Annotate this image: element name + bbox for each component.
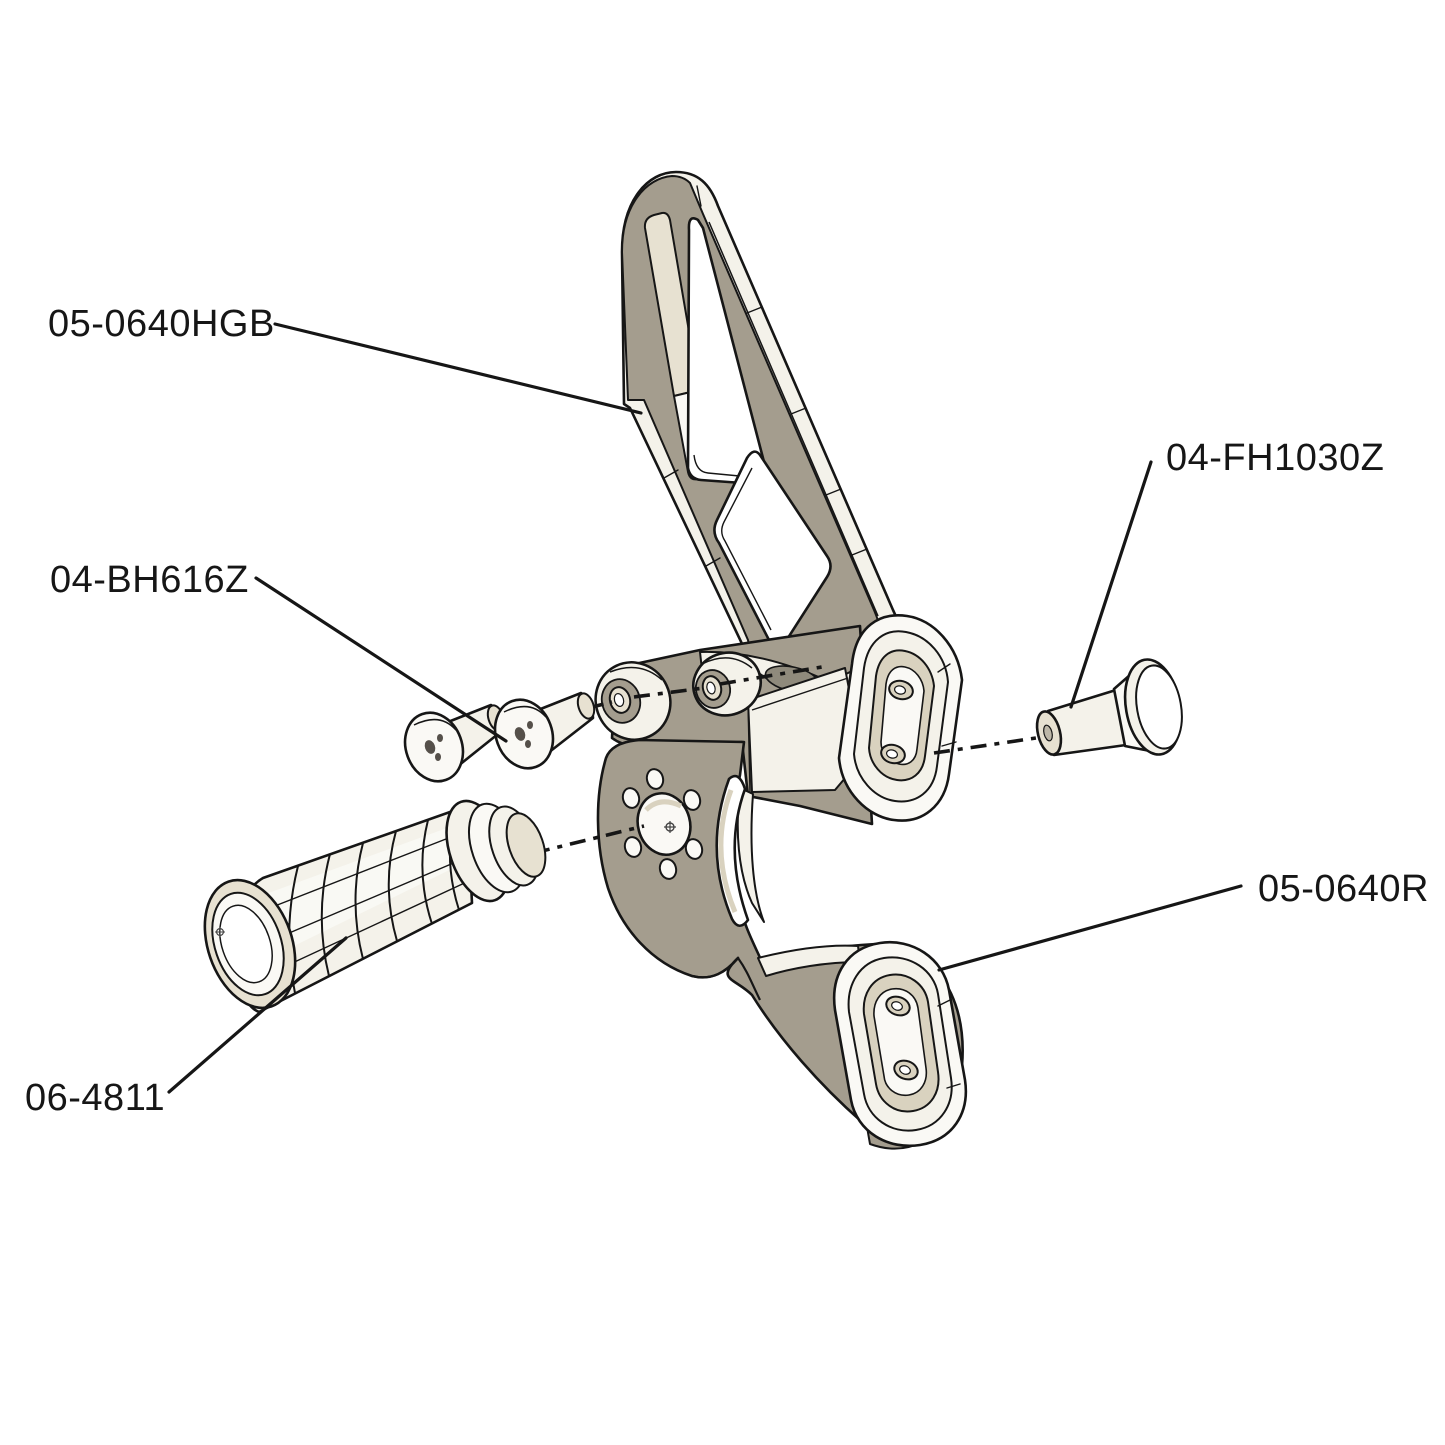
annotations: 05-0640HGB 04-BH616Z 04-FH1030Z 05-0640R… [25, 303, 1429, 1119]
fh-bolt-head-face [1135, 664, 1183, 750]
bracket-lug-right [692, 651, 762, 717]
plate-center-hole-wall [644, 799, 683, 812]
label-foot-peg: 06-4811 [25, 1077, 165, 1119]
foot-peg-part [203, 799, 547, 1014]
bracket-arm-lower-edge [691, 956, 761, 1001]
upper-boss-edge-ticks [937, 663, 957, 747]
heel-guard-edge-line [708, 221, 879, 617]
bracket-front-face-line [747, 677, 849, 793]
label-flat-head-bolt: 04-FH1030Z [1166, 437, 1384, 479]
leader-flat-head-bolt [1069, 460, 1153, 709]
leader-foot-peg [167, 936, 348, 1094]
bolt2-tip [576, 692, 596, 720]
heel-guard-lowerleft-ticks [663, 469, 721, 567]
plate-kidney-wall [718, 789, 738, 913]
button-head-bolts-part [403, 691, 596, 783]
label-heel-guard: 05-0640HGB [48, 303, 275, 345]
bracket-plate-features [621, 768, 750, 928]
bolt2-socket-icon [514, 721, 533, 748]
button-bolt-1 [403, 703, 506, 783]
bracket-plate-side-face [736, 787, 765, 923]
peg-highlight [261, 820, 470, 962]
heel-guard-part [620, 170, 905, 670]
heel-guard-cutout-lower-wall [721, 467, 772, 631]
peg-flange [445, 799, 547, 903]
heel-guard-slot-upper [643, 211, 700, 397]
origin-marker-icon [664, 821, 676, 833]
heel-guard-cutout-upper-wall [693, 454, 751, 478]
bolt-axis-right [933, 736, 1037, 755]
label-button-head-bolts: 04-BH616Z [50, 559, 249, 601]
leader-button-head-bolts [254, 576, 508, 743]
bracket-upper-boss [837, 614, 964, 822]
lower-boss-edge-ticks [937, 999, 961, 1089]
bolt1-socket-icon [424, 734, 443, 761]
label-bracket: 05-0640R [1258, 868, 1429, 910]
leader-bracket [937, 884, 1243, 972]
peg-open-end [203, 878, 297, 1010]
peg-origin-marker-icon [215, 927, 225, 937]
button-bolt-2 [493, 691, 596, 770]
leader-heel-guard [273, 322, 643, 415]
bracket-lower-boss [832, 940, 968, 1148]
heel-guard-edge-ticks [696, 185, 868, 556]
flat-head-bolt-part [1035, 658, 1183, 757]
bracket-lug-left [594, 661, 672, 741]
plate-bolt-circle-holes [621, 768, 704, 880]
bracket-part [594, 614, 968, 1150]
